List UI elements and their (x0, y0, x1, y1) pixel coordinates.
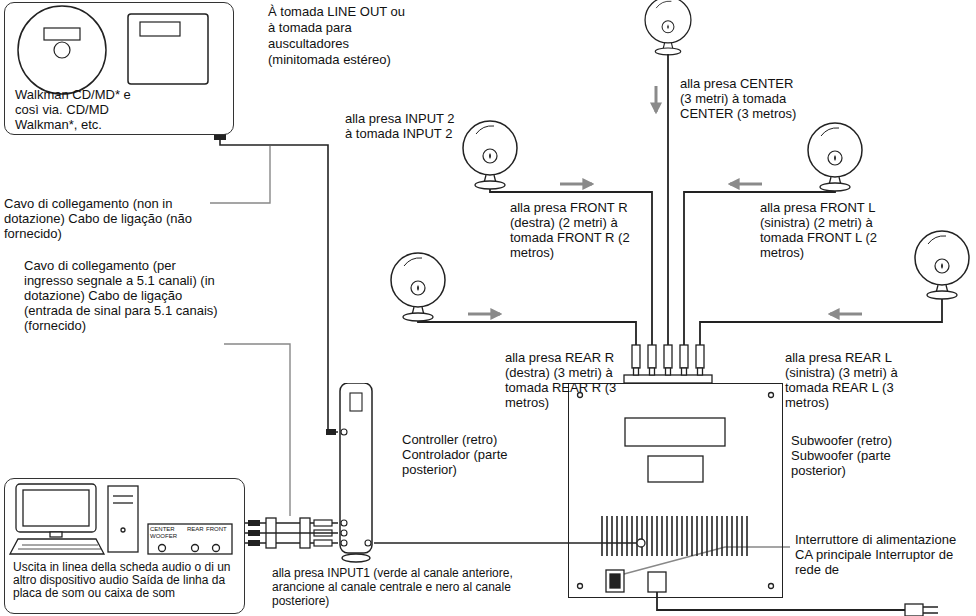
cable-note: Cavo di collegamento (non in dotazione) … (4, 196, 204, 241)
text-group: Controller (retro) Controlador (parte po… (402, 432, 537, 477)
cable-note: Cavo di collegamento (per ingresso segna… (24, 258, 219, 333)
wire-note: alla presa FRONT R (destra) (2 metri) à … (510, 200, 635, 260)
box-text: Uscita in linea della scheda audio o di … (13, 561, 241, 600)
input-note: alla presa INPUT1 (verde al canale anter… (272, 566, 567, 608)
controller-outline (338, 383, 374, 563)
cable (374, 542, 568, 544)
wire-note: alla presa REAR L (sinistra) (3 metri) à… (785, 350, 910, 410)
text-group: Subwoofer (retro) Subwoofer (parte poste… (791, 433, 916, 478)
subwoofer-unit: Subwoofer (retro) Subwoofer (parte poste… (568, 383, 783, 598)
text-group: Uscita in linea della scheda audio o di … (13, 561, 241, 600)
wire-note: alla presa CENTER (3 metri) à tomada CEN… (680, 76, 805, 121)
unit-caption: Subwoofer (retro) Subwoofer (parte poste… (791, 433, 916, 478)
speaker-wires (418, 54, 942, 345)
leader-lines (210, 146, 790, 574)
input-note: alla presa INPUT 2 à tomada INPUT 2 (345, 111, 465, 141)
computer-illustration (10, 484, 232, 554)
text-group: Walkman CD/MD* e così via. CD/MD Walkman… (15, 87, 155, 132)
cable (245, 532, 338, 534)
speakers (391, 0, 969, 321)
jack-tag: CENTER WOOFER (150, 526, 182, 539)
computer-box: Uscita in linea della scheda audio o di … (4, 478, 245, 614)
jack-note: À tomada LINE OUT ou à tomada para auscu… (268, 4, 408, 68)
wire-note: alla presa FRONT L (sinistra) (2 metri) … (760, 200, 895, 260)
cable (220, 135, 338, 432)
jack-tag: REAR (187, 526, 209, 533)
subwoofer-details (568, 345, 938, 616)
source-device-box: Walkman CD/MD* e così via. CD/MD Walkman… (4, 2, 234, 135)
controller-unit: Controller (retro) Controlador (parte po… (338, 383, 374, 563)
unit-caption: Controller (retro) Controlador (parte po… (402, 432, 537, 477)
wire-note: alla presa REAR R (destra) (3 metri) à t… (505, 350, 630, 410)
switch-note: Interruttore di alimentazione CA princip… (795, 532, 970, 577)
box-text: Walkman CD/MD* e così via. CD/MD Walkman… (15, 87, 155, 132)
jack-tag: FRONT (206, 526, 230, 533)
multi-cable-plugs (245, 429, 338, 548)
